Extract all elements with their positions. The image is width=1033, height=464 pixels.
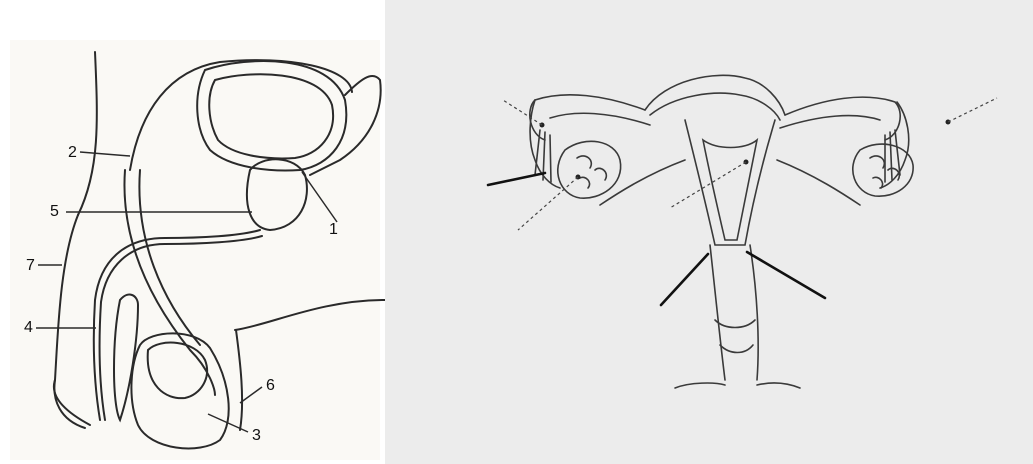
female-reproductive-diagram bbox=[385, 0, 1033, 464]
label-1: 1 bbox=[329, 222, 338, 238]
label-5: 5 bbox=[50, 204, 59, 220]
label-2: 2 bbox=[68, 145, 77, 161]
label-7: 7 bbox=[26, 258, 35, 274]
male-reproductive-diagram: 1 2 3 4 5 6 7 bbox=[0, 0, 385, 464]
female-anatomy-drawing bbox=[385, 0, 1033, 464]
label-6: 6 bbox=[266, 378, 275, 394]
label-4: 4 bbox=[24, 320, 33, 336]
male-anatomy-drawing bbox=[0, 0, 385, 464]
label-3: 3 bbox=[252, 428, 261, 444]
